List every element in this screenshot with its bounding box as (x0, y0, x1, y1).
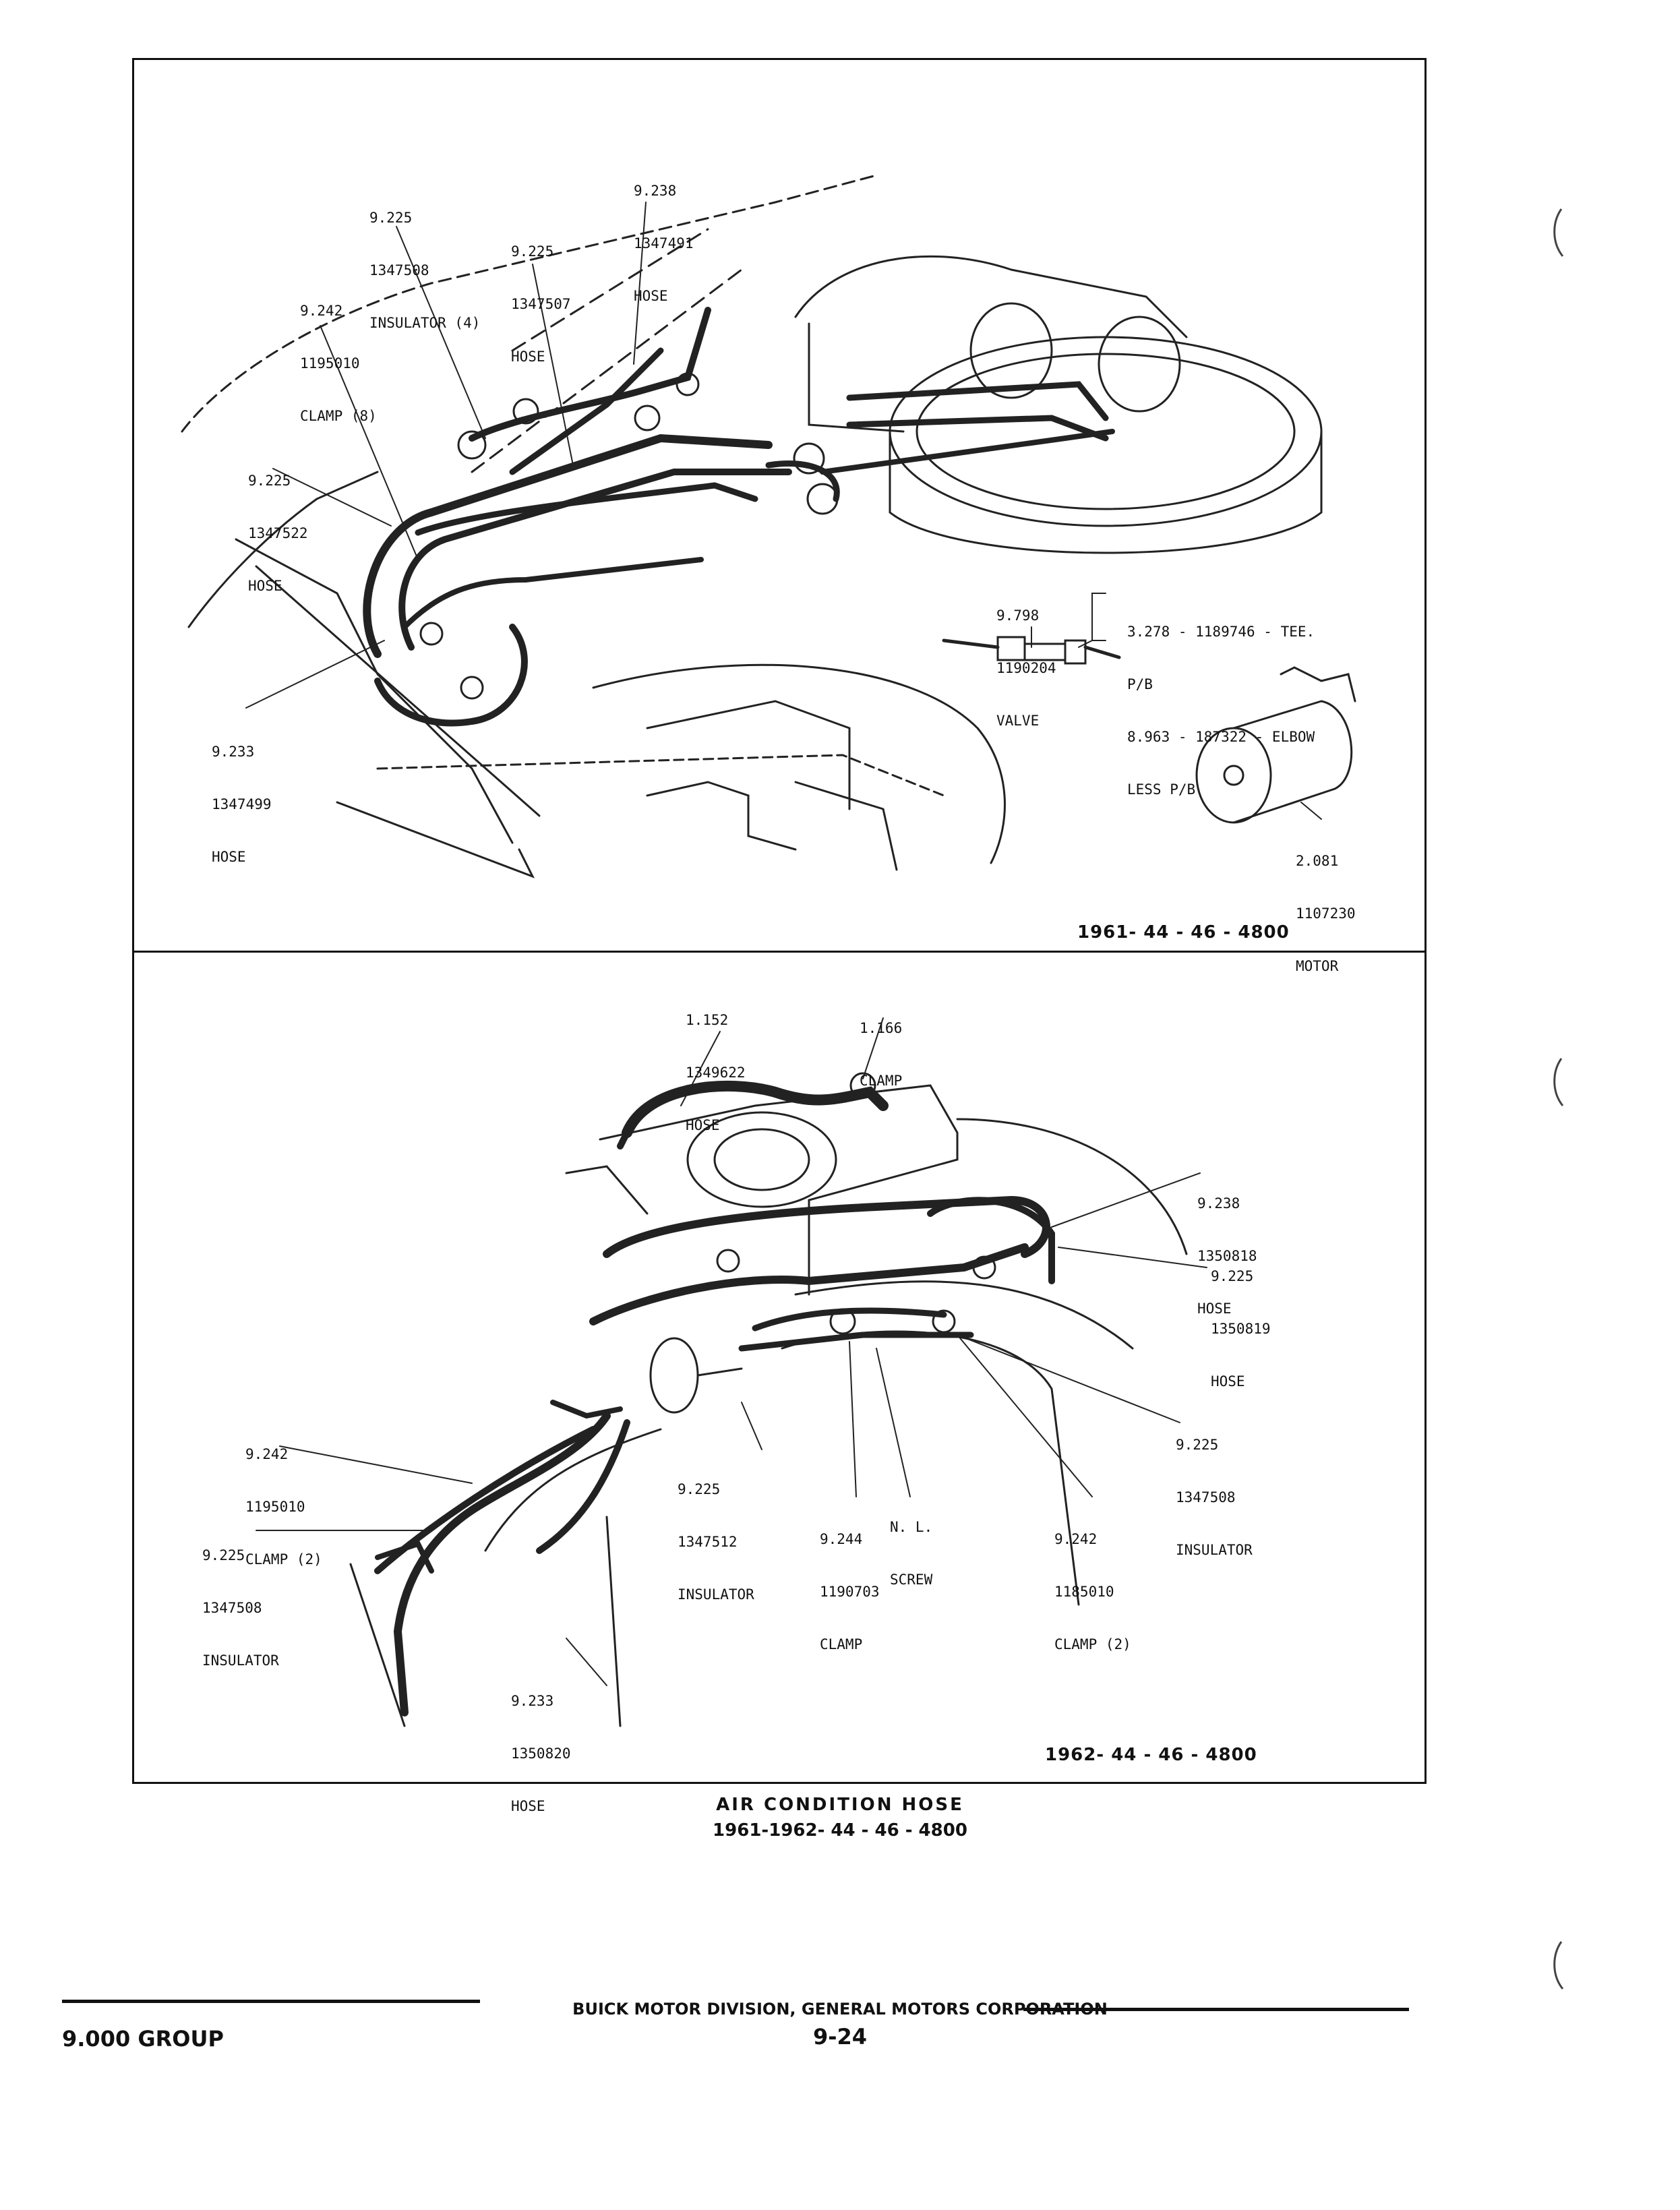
label-line: INSULATOR (678, 1586, 754, 1603)
label-clamp-1195010-bottom: 9.242 1195010 CLAMP (2) (245, 1410, 322, 1586)
label-line: 1347491 (634, 235, 694, 251)
label-line: 9.225 (1211, 1268, 1254, 1284)
label-line: 1195010 (300, 355, 360, 371)
label-line: 9.225 (678, 1481, 721, 1497)
label-clamp-1190703: 9.244 1190703 CLAMP (820, 1495, 880, 1671)
footer-rule-left (62, 2000, 480, 2003)
label-line: INSULATOR (4) (369, 315, 481, 331)
label-line: 1350819 (1211, 1321, 1271, 1337)
label-line: 1350820 (511, 1745, 571, 1762)
label-valve-1190204: 9.798 1190204 VALVE (996, 572, 1056, 747)
label-insulator-1347508-left: 9.225 1347508 INSULATOR (202, 1512, 279, 1687)
label-line: HOSE (1211, 1373, 1245, 1390)
label-insulator-1347508-top: 9.225 1347508 INSULATOR (4) (369, 174, 480, 349)
label-line: 1190204 (996, 660, 1056, 676)
footer-rule-right (1023, 2008, 1409, 2011)
label-line: CLAMP (820, 1636, 863, 1652)
label-line: HOSE (686, 1117, 720, 1133)
label-line: SCREW (890, 1572, 933, 1588)
label-motor-1107230: 2.081 1107230 MOTOR (1296, 817, 1356, 992)
label-line: 1347508 (1176, 1489, 1236, 1505)
label-line: 9.244 (820, 1531, 863, 1547)
label-line: 1349622 (686, 1065, 746, 1081)
label-line: HOSE (212, 849, 246, 865)
label-line: 1347499 (212, 796, 272, 812)
label-clamp-1185010: 9.242 1185010 CLAMP (2) (1054, 1495, 1131, 1671)
label-clamp-1195010-top: 9.242 1195010 CLAMP (8) (300, 267, 377, 442)
label-insulator-1347508-right: 9.225 1347508 INSULATOR (1176, 1401, 1253, 1576)
label-line: 9.225 (511, 243, 554, 260)
label-hose-1347507: 9.225 1347507 HOSE (511, 208, 571, 383)
label-line: INSULATOR (202, 1652, 279, 1669)
label-line: 1190703 (820, 1584, 880, 1600)
label-line: 1350818 (1197, 1248, 1257, 1264)
label-line: HOSE (1197, 1301, 1232, 1317)
label-hose-1347522: 9.225 1347522 HOSE (248, 437, 308, 612)
diagram-frame (132, 58, 1427, 1784)
footer-company: BUICK MOTOR DIVISION, GENERAL MOTORS COR… (572, 2000, 1108, 2019)
label-line: 9.225 (248, 473, 291, 489)
label-hose-1350820: 9.233 1350820 HOSE (511, 1657, 571, 1832)
label-line: 8.963 - 187322 - ELBOW (1127, 729, 1315, 745)
label-line: 2.081 (1296, 853, 1339, 869)
label-line: CLAMP (860, 1073, 903, 1089)
label-line: 1107230 (1296, 905, 1356, 922)
label-line: HOSE (511, 1798, 545, 1814)
label-line: 9.242 (245, 1446, 289, 1462)
label-line: 9.225 (202, 1547, 245, 1563)
label-line: 9.225 (369, 210, 413, 226)
label-tee-elbow: 3.278 - 1189746 - TEE. P/B 8.963 - 18732… (1127, 588, 1315, 816)
label-line: 1.166 (860, 1020, 903, 1036)
label-line: 9.233 (212, 744, 255, 760)
label-line: CLAMP (2) (245, 1551, 322, 1567)
label-line: CLAMP (8) (300, 408, 377, 424)
label-line: LESS P/B (1127, 781, 1196, 798)
figure-code-1962: 1962- 44 - 46 - 4800 (1045, 1745, 1257, 1765)
panel-divider (132, 951, 1427, 953)
label-line: 1347508 (369, 262, 429, 278)
label-line: 1347508 (202, 1600, 262, 1616)
label-line: 1347507 (511, 296, 571, 312)
caption-subtitle: 1961-1962- 44 - 46 - 4800 (713, 1820, 967, 1841)
label-line: 9.798 (996, 607, 1040, 624)
label-line: P/B (1127, 676, 1153, 692)
label-nl-screw: N. L. SCREW (890, 1483, 932, 1606)
label-clamp-1166: 1.166 CLAMP (860, 984, 902, 1107)
label-line: 1185010 (1054, 1584, 1114, 1600)
label-line: MOTOR (1296, 958, 1339, 974)
label-line: 9.225 (1176, 1437, 1219, 1453)
label-line: 9.242 (300, 303, 343, 319)
label-line: HOSE (511, 349, 545, 365)
label-line: 9.233 (511, 1693, 554, 1709)
label-line: 9.238 (634, 183, 677, 199)
label-insulator-1347512: 9.225 1347512 INSULATOR (678, 1445, 754, 1621)
label-line: 1195010 (245, 1499, 305, 1515)
label-hose-1350818: 9.238 1350818 HOSE (1197, 1160, 1257, 1335)
label-line: 1347522 (248, 525, 308, 541)
label-line: 1347512 (678, 1534, 738, 1550)
label-line: CLAMP (2) (1054, 1636, 1131, 1652)
label-line: VALVE (996, 713, 1040, 729)
label-hose-1350819: 9.225 1350819 HOSE (1211, 1232, 1271, 1408)
label-line: HOSE (634, 288, 668, 304)
footer-group: 9.000 GROUP (62, 2026, 224, 2052)
label-hose-1347491: 9.238 1347491 HOSE (634, 147, 694, 322)
label-hose-1349622: 1.152 1349622 HOSE (686, 976, 746, 1152)
page-number: 9-24 (812, 2024, 868, 2050)
label-line: 1.152 (686, 1012, 729, 1028)
label-line: 9.242 (1054, 1531, 1098, 1547)
label-line: 3.278 - 1189746 - TEE. (1127, 624, 1315, 640)
caption-title: AIR CONDITION HOSE (716, 1795, 964, 1815)
label-hose-1347499: 9.233 1347499 HOSE (212, 708, 272, 883)
label-line: N. L. (890, 1519, 933, 1535)
label-line: HOSE (248, 578, 282, 594)
label-line: 9.238 (1197, 1195, 1240, 1212)
label-line: INSULATOR (1176, 1542, 1253, 1558)
figure-code-1961: 1961- 44 - 46 - 4800 (1077, 922, 1290, 943)
